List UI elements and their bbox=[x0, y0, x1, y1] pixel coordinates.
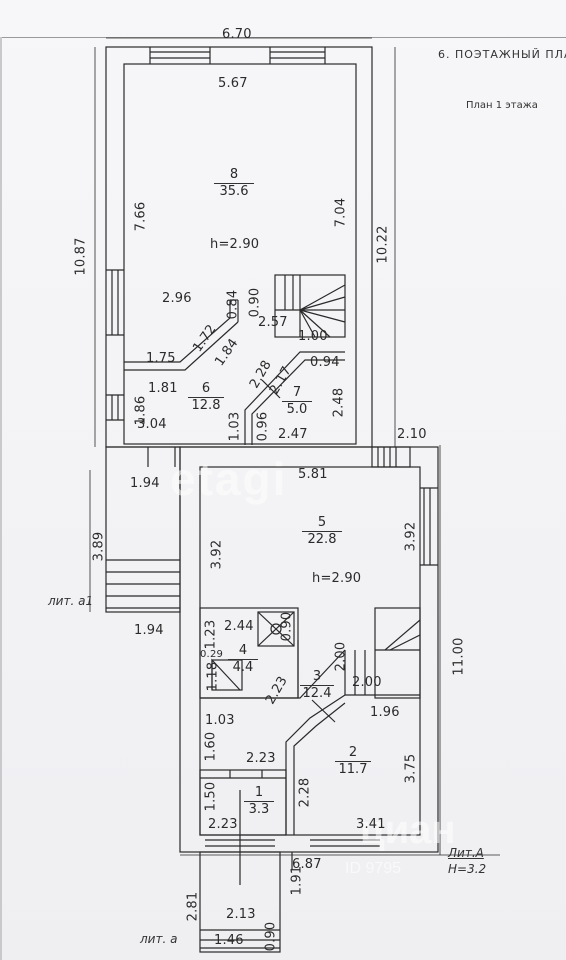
dim-200a: 2.00 bbox=[333, 641, 349, 672]
dim-191: 1.91 bbox=[289, 865, 305, 896]
dim-123: 1.23 bbox=[203, 619, 219, 650]
dim-175: 1.75 bbox=[146, 351, 176, 366]
dim-687: 6.87 bbox=[292, 857, 322, 872]
dim-375: 3.75 bbox=[403, 753, 419, 784]
dim-186: 1.86 bbox=[133, 395, 149, 426]
dim-181: 1.81 bbox=[148, 381, 178, 396]
dim-top-outer: 6.70 bbox=[222, 27, 252, 42]
porch-a bbox=[199, 851, 281, 953]
frame-left-line bbox=[0, 37, 2, 960]
room-1-walls bbox=[199, 769, 287, 836]
dim-146: 1.46 bbox=[214, 933, 244, 948]
dim-341: 3.41 bbox=[356, 817, 386, 832]
dim-094: 0.94 bbox=[310, 355, 340, 370]
dim-top-inner: 5.67 bbox=[218, 76, 248, 91]
dim-228b: 2.28 bbox=[297, 777, 313, 808]
dim-150: 1.50 bbox=[203, 781, 219, 812]
dim-210: 2.10 bbox=[397, 427, 427, 442]
partition-3 bbox=[200, 649, 346, 699]
dim-left-outer: 10.87 bbox=[73, 237, 89, 276]
upper-stairs bbox=[274, 274, 346, 338]
dim-090c: 0.90 bbox=[263, 921, 279, 952]
watermark-etagi: etagi bbox=[170, 453, 288, 505]
top-window bbox=[149, 47, 326, 64]
dim-194b: 1.94 bbox=[134, 623, 164, 638]
dim-left-inner: 7.66 bbox=[133, 201, 149, 232]
dim-096: 0.96 bbox=[255, 411, 271, 442]
lit-a-label: лит. а bbox=[140, 932, 178, 946]
dim-223b: 2.23 bbox=[246, 751, 276, 766]
dim-090b: 0.90 bbox=[279, 611, 295, 642]
dim-296: 2.96 bbox=[162, 291, 192, 306]
dim-392b: 3.92 bbox=[403, 521, 419, 552]
lower-outer-wall bbox=[179, 446, 439, 853]
dim-194a: 1.94 bbox=[130, 476, 160, 491]
bottom-window bbox=[205, 839, 380, 847]
dim-244: 2.44 bbox=[224, 619, 254, 634]
dim-281: 2.81 bbox=[185, 891, 201, 922]
dim-118: 1.18 bbox=[205, 661, 221, 692]
dim-304: 3.04 bbox=[137, 417, 167, 432]
dim-196: 1.96 bbox=[370, 705, 400, 720]
dim-103b: 1.03 bbox=[205, 713, 235, 728]
dim-right-outer: 10.22 bbox=[375, 225, 391, 264]
frame-top-line bbox=[0, 37, 566, 38]
lit-A-label: Лит.А bbox=[448, 846, 484, 860]
dim-213: 2.13 bbox=[226, 907, 256, 922]
dim-200b: 2.00 bbox=[352, 675, 382, 690]
partition-6-7 bbox=[244, 351, 345, 445]
dimension-lines bbox=[89, 37, 500, 856]
dim-100: 1.00 bbox=[298, 329, 328, 344]
dim-223c: 2.23 bbox=[208, 817, 238, 832]
annex-a1 bbox=[105, 446, 181, 613]
left-windows bbox=[106, 269, 124, 421]
dim-257: 2.57 bbox=[258, 315, 288, 330]
upper-inner-wall bbox=[123, 63, 357, 445]
lit-H-label: H=3.2 bbox=[448, 862, 487, 876]
dim-248: 2.48 bbox=[331, 387, 347, 418]
right-window bbox=[420, 487, 438, 566]
right-entry bbox=[371, 446, 411, 468]
dim-084: 0.84 bbox=[225, 289, 241, 320]
dim-247: 2.47 bbox=[278, 427, 308, 442]
watermark-cian: циан bbox=[360, 808, 456, 852]
sheet-title: 6. ПОЭТАЖНЫЙ ПЛА bbox=[438, 48, 566, 61]
sheet-subtitle: План 1 этажа bbox=[466, 100, 538, 111]
partition-8-6 bbox=[124, 300, 231, 363]
watermark-id: ID 9795 bbox=[345, 860, 402, 877]
lit-a1-label: лит. а1 bbox=[48, 594, 94, 608]
dim-1100: 11.00 bbox=[451, 637, 467, 676]
annex-a1-steps bbox=[106, 559, 180, 609]
dim-392a: 3.92 bbox=[209, 539, 225, 570]
dim-103a: 1.03 bbox=[227, 411, 243, 442]
dim-r8-right: 7.04 bbox=[333, 197, 349, 228]
height-lower: h=2.90 bbox=[312, 571, 362, 586]
dim-389: 3.89 bbox=[91, 531, 107, 562]
height-upper: h=2.90 bbox=[210, 237, 260, 252]
dim-090: 0.90 bbox=[247, 287, 263, 318]
dim-029: 0.29 bbox=[200, 649, 224, 660]
lower-stairs bbox=[374, 607, 421, 699]
dim-581: 5.81 bbox=[298, 467, 328, 482]
dim-160: 1.60 bbox=[203, 731, 219, 762]
